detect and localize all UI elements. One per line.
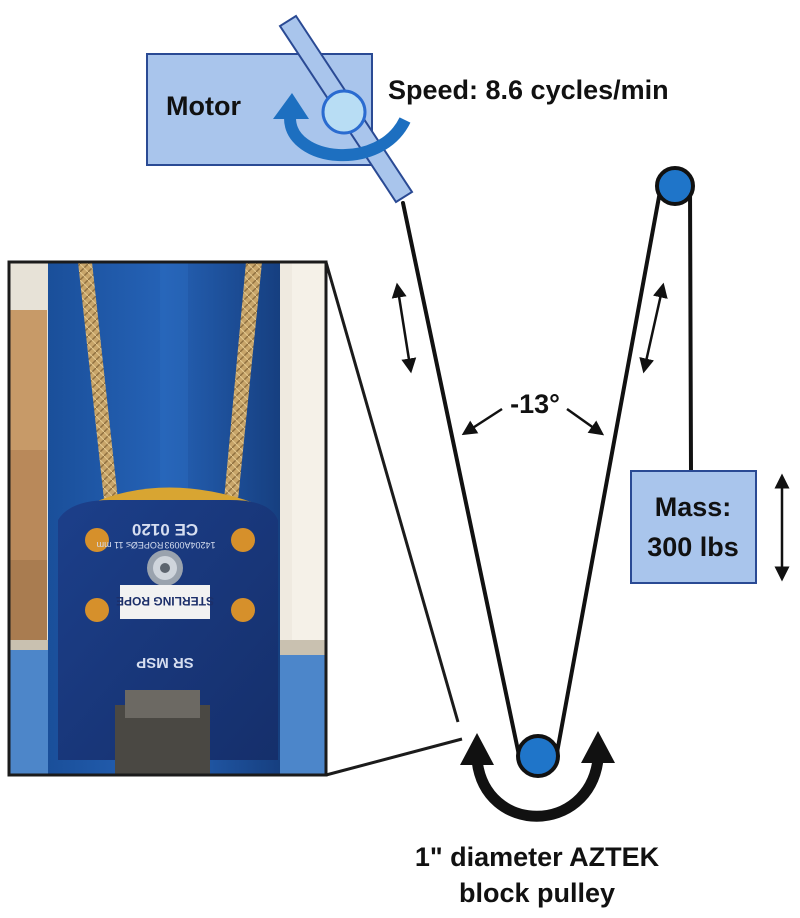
oscillation-arrow-icon [460, 731, 615, 822]
rope [401, 184, 693, 762]
angle-arrow-left [461, 407, 503, 436]
left-rope-motion-arrow [391, 282, 417, 374]
pulley-caption-line2: block pulley [459, 878, 615, 908]
callout-line-top [324, 261, 460, 723]
mass-label-line1: Mass: [655, 492, 732, 522]
plate-ce-mark: CE 0120 [132, 520, 198, 539]
rotation-arrow-icon [273, 93, 411, 161]
crank-arm [278, 14, 414, 204]
motor-label: Motor [166, 91, 241, 121]
plate-rope-diameter: ROPEØ≤ 11 mm [97, 540, 164, 550]
mass-label-line2: 300 lbs [647, 532, 739, 562]
photo-frame [7, 260, 328, 777]
angle-label: -13° [510, 389, 560, 419]
callout-line-bottom [325, 737, 463, 777]
plate-serial: 14204A0093 [164, 540, 215, 550]
pulley-photo: CE 0120 14204A0093 ROPEØ≤ 11 mm SR MSP S… [9, 262, 326, 775]
right-rope-motion-arrow [639, 282, 668, 374]
plate-model: SR MSP [136, 654, 194, 671]
pulley-caption-line1: 1" diameter AZTEK [415, 842, 660, 872]
plate-brand: STERLING ROPE [116, 594, 214, 608]
top-pulley [655, 166, 695, 206]
speed-label: Speed: 8.6 cycles/min [388, 75, 669, 105]
angle-arrow-right [566, 407, 605, 436]
mass-box: Mass: 300 lbs [630, 470, 757, 584]
aztek-block-pulley [516, 734, 560, 778]
